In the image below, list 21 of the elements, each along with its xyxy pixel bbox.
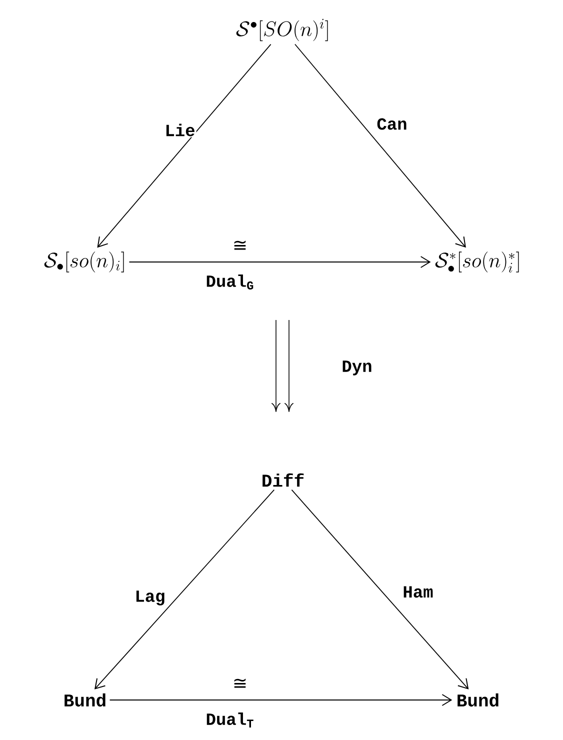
edge-label: Dual$_{T}$ xyxy=(204,712,256,728)
math-label: ≅ xyxy=(234,240,246,250)
edge-label: Lie xyxy=(164,122,196,138)
arrow xyxy=(97,44,272,248)
math-term: Bund xyxy=(64,693,106,707)
edge-label: Ham xyxy=(402,585,434,599)
math-term: Diff xyxy=(262,473,304,487)
arrow xyxy=(109,694,452,706)
edge-label: Dual$_{G}$ xyxy=(204,274,256,290)
edge-label: Can xyxy=(376,117,408,131)
math-term: $\mathcal{S}^{\bullet}[SO(n)^{i}]$ xyxy=(236,18,328,42)
math-label: ≅ xyxy=(234,678,246,688)
arrow xyxy=(94,489,275,690)
math-label: Dyn xyxy=(342,360,372,376)
math-term: $\mathcal{S}^{*}_{\bullet}[so(n)^{*}_{i}]$ xyxy=(435,252,519,272)
arrow xyxy=(294,44,466,248)
arrow xyxy=(291,489,469,690)
math-term: Bund xyxy=(458,693,498,707)
arrow xyxy=(128,256,431,268)
math-term: $\mathcal{S}_{\bullet}[so(n)_{i}]$ xyxy=(44,252,124,272)
edge-label: Lag xyxy=(134,590,166,606)
